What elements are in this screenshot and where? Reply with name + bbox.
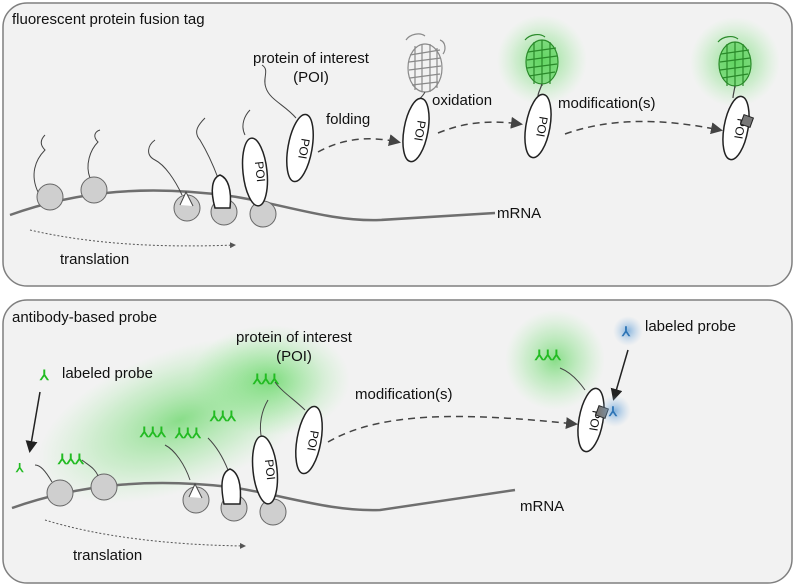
mrna-label: mRNA bbox=[497, 205, 541, 222]
poi-label: POI bbox=[295, 137, 312, 160]
free-poi: POI bbox=[261, 64, 314, 183]
svg-text:⅄⅄⅄: ⅄⅄⅄ bbox=[139, 424, 167, 440]
panel-fluorescent-tag: fluorescent protein fusion tag mRNA tran… bbox=[2, 2, 793, 287]
step-modification-label: modification(s) bbox=[558, 95, 656, 112]
step-oxidation-label: oxidation bbox=[432, 92, 492, 109]
folded-poi: POI bbox=[402, 97, 430, 163]
modified-poi: POI ⅄ bbox=[559, 367, 631, 453]
ribosome-with-poi: POI bbox=[241, 109, 277, 228]
ribosome bbox=[164, 437, 248, 522]
poi-header-line2: (POI) bbox=[293, 69, 329, 86]
modification-arrow bbox=[564, 120, 723, 135]
modification-marker bbox=[739, 113, 755, 129]
poi-label: POI bbox=[252, 161, 268, 183]
unfolded-fp-icon bbox=[405, 33, 446, 101]
probe-glow bbox=[613, 316, 643, 346]
translation-label: translation bbox=[73, 547, 142, 564]
probe-label-right: labeled probe bbox=[645, 318, 736, 335]
ribosome-with-poi: POI bbox=[251, 399, 287, 526]
ribosome bbox=[33, 129, 108, 211]
folding-arrow bbox=[317, 134, 401, 153]
svg-text:⅄⅄⅄: ⅄⅄⅄ bbox=[209, 408, 237, 424]
modification-arrow bbox=[327, 415, 578, 443]
antibody-icon: ⅄ bbox=[15, 461, 24, 475]
antibody-icon: ⅄ bbox=[39, 367, 50, 383]
translation-arrow bbox=[44, 519, 246, 549]
svg-text:⅄⅄⅄: ⅄⅄⅄ bbox=[57, 451, 85, 467]
free-poi: POI bbox=[274, 381, 323, 475]
probe-arrow bbox=[25, 391, 41, 453]
probe-arrow bbox=[610, 349, 629, 401]
panel-title: fluorescent protein fusion tag bbox=[12, 11, 205, 28]
panel-title: antibody-based probe bbox=[12, 309, 157, 326]
poi-label: POI bbox=[533, 115, 550, 138]
antibody-icon: ⅄ bbox=[621, 324, 631, 339]
svg-text:⅄⅄⅄: ⅄⅄⅄ bbox=[174, 425, 202, 441]
oxidized-poi: POI bbox=[524, 93, 552, 159]
fluorescent-fp-icon bbox=[524, 34, 559, 97]
antibody-icon: ⅄ bbox=[608, 404, 618, 419]
ribosome bbox=[34, 459, 118, 507]
translation-arrow bbox=[29, 229, 236, 249]
fluorescent-fp-icon bbox=[717, 36, 752, 99]
poi-label: POI bbox=[262, 459, 278, 481]
svg-text:⅄⅄⅄: ⅄⅄⅄ bbox=[252, 371, 280, 387]
antibody-epitope-cluster: ⅄⅄⅄ ⅄⅄⅄ ⅄⅄⅄ ⅄⅄⅄ ⅄⅄⅄ ⅄⅄⅄ bbox=[57, 347, 562, 467]
oxidation-arrow bbox=[437, 116, 523, 134]
fluorescence-glow bbox=[505, 310, 605, 410]
modified-poi: POI bbox=[722, 95, 755, 161]
poi-label: POI bbox=[304, 429, 321, 452]
poi-header-line1: protein of interest bbox=[236, 329, 353, 346]
poi-header-line1: protein of interest bbox=[253, 50, 370, 67]
step-folding-label: folding bbox=[326, 111, 370, 128]
mrna-label: mRNA bbox=[520, 498, 564, 515]
poi-header-line2: (POI) bbox=[276, 348, 312, 365]
translation-label: translation bbox=[60, 251, 129, 268]
svg-text:⅄⅄⅄: ⅄⅄⅄ bbox=[534, 347, 562, 363]
ribosome bbox=[148, 117, 238, 226]
probe-glow bbox=[599, 395, 631, 427]
probe-label-left: labeled probe bbox=[62, 365, 153, 382]
panel-antibody-probe: antibody-based probe mRNA translation la… bbox=[2, 299, 793, 584]
step-modification-label: modification(s) bbox=[355, 386, 453, 403]
poi-label: POI bbox=[411, 119, 428, 142]
